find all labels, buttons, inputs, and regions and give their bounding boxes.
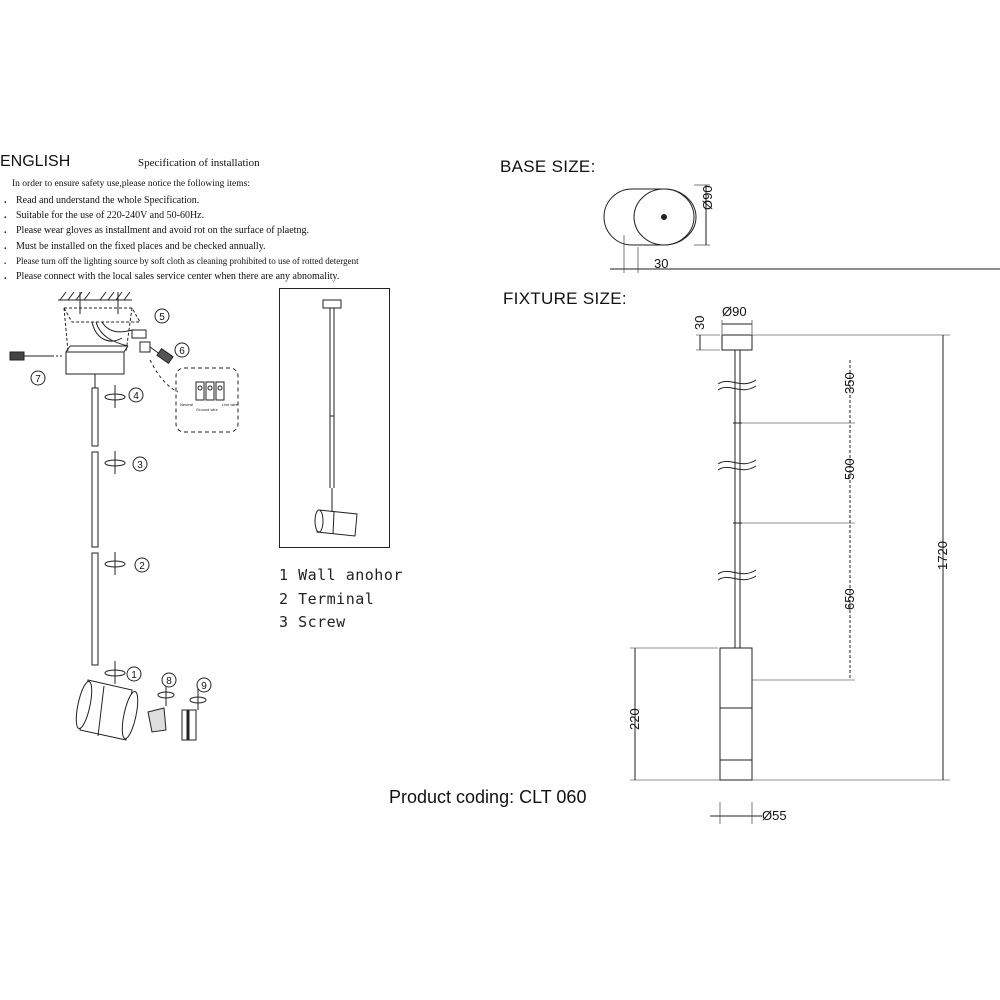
specification-title: Specification of installation [138, 157, 260, 169]
callout-9: 9 [201, 681, 207, 692]
exploded-view-diagram: Neutral Ground wire Live wire 5 6 7 4 3 … [9, 291, 239, 741]
notice-item: .Please turn off the lighting source by … [4, 255, 359, 266]
legend-item-screw: 3 Screw [279, 613, 346, 631]
segment-500-label: 500 [842, 458, 857, 480]
notice-list: .Read and understand the whole Specifica… [4, 193, 408, 284]
body-diameter-label: Ø55 [762, 808, 787, 823]
base-diameter-label: Ø90 [700, 185, 715, 210]
legend-item-terminal: 2 Terminal [279, 590, 375, 608]
notice-item: .Read and understand the whole Specifica… [4, 195, 200, 206]
product-coding: Product coding: CLT 060 [389, 787, 587, 807]
intro-text: In order to ensure safety use,please not… [12, 179, 250, 189]
notice-item: .Please connect with the local sales ser… [4, 271, 340, 283]
callout-1: 1 [131, 670, 137, 681]
callout-6: 6 [179, 346, 185, 357]
base-size-heading: BASE SIZE: [500, 157, 596, 176]
total-height-label: 1720 [935, 541, 950, 570]
fixture-top-height-label: 30 [692, 316, 707, 330]
base-size-drawing: Ø90 30 [603, 184, 1000, 273]
callout-2: 2 [139, 561, 145, 572]
notice-item: .Suitable for the use of 220-240V and 50… [4, 210, 205, 222]
callout-5: 5 [159, 312, 165, 323]
wiring-labels: Neutral Ground wire Live wire [180, 402, 239, 412]
spinner-markers [104, 385, 207, 710]
legend-item-wall-anchor: 1 Wall anohor [279, 566, 403, 584]
segment-650-label: 650 [842, 588, 857, 610]
fixture-size-heading: FIXTURE SIZE: [503, 289, 627, 308]
wiring-label-neutral: Neutral [180, 402, 193, 407]
callout-8: 8 [166, 676, 172, 687]
segment-350-label: 350 [842, 372, 857, 394]
base-height-label: 30 [654, 256, 668, 271]
notice-item: .Must be installed on the fixed places a… [4, 240, 266, 252]
language-heading: ENGLISH [0, 153, 71, 170]
ceiling-hatch [58, 291, 132, 301]
callout-3: 3 [137, 460, 143, 471]
wiring-label-live: Live wire [222, 402, 239, 407]
fixture-size-drawing: Ø90 30 350 500 650 1720 220 Ø55 [627, 304, 950, 824]
callout-4: 4 [133, 391, 139, 402]
fixture-top-diameter-label: Ø90 [722, 304, 747, 319]
assembled-preview [279, 288, 390, 548]
callout-7: 7 [35, 374, 41, 385]
body-height-label: 220 [627, 708, 642, 730]
notice-item: .Please wear gloves as installment and a… [4, 225, 309, 237]
wiring-label-ground: Ground wire [196, 407, 219, 412]
